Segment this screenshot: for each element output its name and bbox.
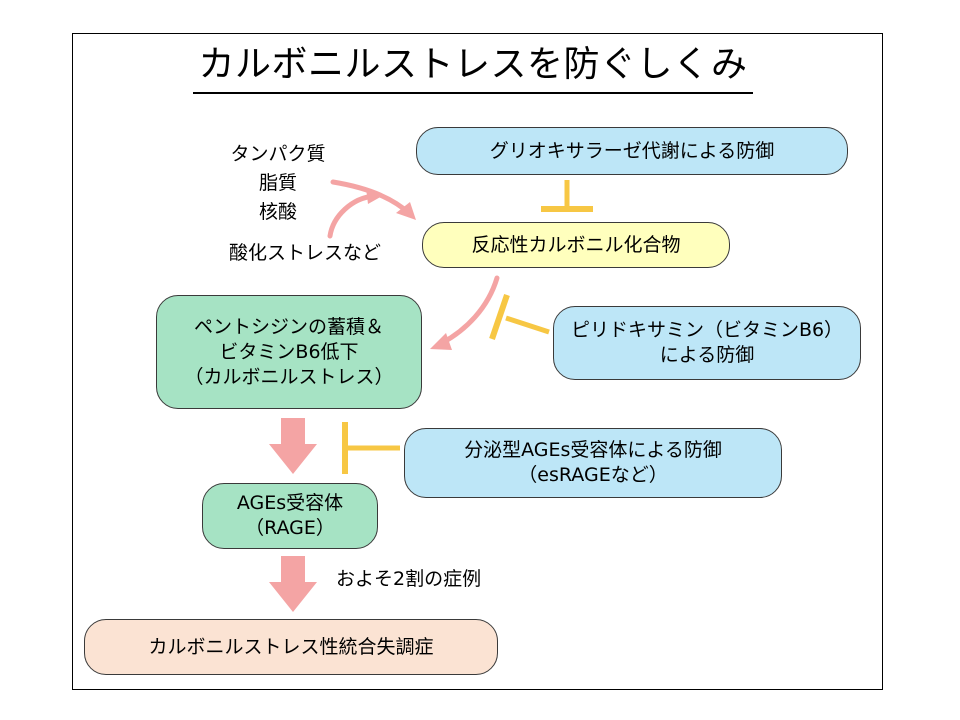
rage-box: AGEs受容体 （RAGE） (202, 483, 378, 549)
arrowhead-carbonyl (430, 333, 452, 350)
curved-arrow-carbonyl (439, 275, 500, 346)
arrowhead-molecules (396, 202, 416, 220)
inhibit-bar-pyridoxamine (489, 294, 510, 340)
oxidative-stress-label: 酸化ストレスなど (228, 242, 381, 264)
pyridoxamine-defense-box: ピリドキサミン（ビタミンB6） による防御 (553, 306, 861, 380)
glyoxalase-defense-box: グリオキサラーゼ代謝による防御 (416, 127, 848, 175)
curved-arrow-stress (327, 193, 377, 239)
inhibit-stem-pyridoxamine (505, 315, 550, 335)
arrowhead-stress (366, 188, 384, 204)
block-arrow-to-syndrome (269, 556, 317, 612)
carbonyl-stress-box: ペントシジンの蓄積＆ ビタミンB6低下 （カルボニルストレス） (156, 295, 422, 409)
esrage-defense-box: 分泌型AGEs受容体による防御 （esRAGEなど） (404, 428, 782, 498)
proportion-label: およそ2割の症例 (336, 568, 482, 590)
reactive-carbonyl-box: 反応性カルボニル化合物 (422, 222, 730, 268)
block-arrow-to-rage (269, 418, 317, 474)
carbonyl-stress-schizophrenia-box: カルボニルストレス性統合失調症 (84, 619, 498, 675)
source-molecules-label: タンパク質 脂質 核酸 (230, 143, 326, 223)
page-title: カルボニルストレスを防ぐしくみ (193, 40, 753, 94)
